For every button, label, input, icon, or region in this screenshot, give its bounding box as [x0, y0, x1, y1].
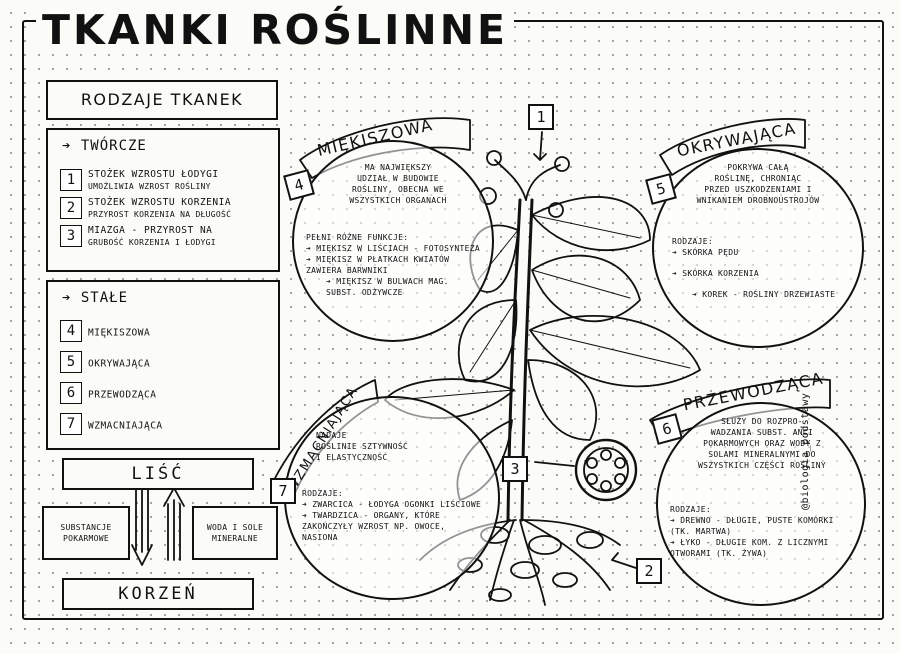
leaf-box: LIŚĆ	[62, 458, 254, 490]
list-item: ➔ ŁYKO - DŁUGIE KOM. Z LICZNYMI OTWORAMI…	[670, 538, 829, 558]
arrow-icon: ➔	[62, 138, 81, 154]
okrywajaca-types: RODZAJE: ➔ SKÓRKA PĘDU ➔ SKÓRKA KORZENIA…	[672, 236, 848, 300]
marker-shoot-tip: 1	[528, 104, 554, 130]
list-item: ➔ KOREK - ROŚLINY DRZEWIASTE	[692, 290, 836, 299]
wzmacniajaca-types: RODZAJE: ➔ ZWARCICA - ŁODYGA OGONKI LIŚC…	[302, 489, 482, 542]
leaf-low-right	[527, 359, 598, 441]
tworcze-label: ➔ TWÓRCZE	[62, 138, 147, 154]
miekiszowa-functions: PEŁNI RÓŻNE FUNKCJE: ➔ MIĘKISZ W LIŚCIAC…	[306, 232, 482, 298]
list-item: ➔ ZWARCICA - ŁODYGA OGONKI LIŚCIOWE	[302, 500, 482, 509]
water-minerals-label: WODA I SOLE MINERALNE	[192, 506, 278, 560]
list-item: ➔ DREWNO - DŁUGIE, PUSTE KOMÓRKI (TK. MA…	[670, 516, 834, 536]
marker-cambium: 3	[502, 456, 528, 482]
przewodzaca-types: RODZAJE: ➔ DREWNO - DŁUGIE, PUSTE KOMÓRK…	[670, 504, 854, 559]
list-item: ➔ SKÓRKA PĘDU	[672, 248, 739, 257]
list-item: ➔ SKÓRKA KORZENIA	[672, 269, 759, 278]
list-item: ➔ TWARDZICA - ORGANY, KTÓRE ZAKOŃCZYŁY W…	[302, 511, 446, 542]
author-signature: @biologia_podstawy	[800, 392, 811, 510]
marker-root-tip: 2	[636, 558, 662, 584]
przewodzaca-intro: SŁUŻY DO ROZPRO-WADZANIA SUBST. ANCI POK…	[698, 417, 826, 470]
leaf-upper-right	[531, 196, 651, 252]
list-item: ➔ MIĘKISZ W PŁATKACH KWIATÓW ZAWIERA BAR…	[306, 255, 450, 275]
wzmacniajaca-number: 7	[270, 478, 296, 504]
root-box: KORZEŃ	[62, 578, 254, 610]
nutrients-label: SUBSTANCJE POKARMOWE	[42, 506, 130, 560]
leaf-right-large	[529, 315, 701, 388]
przewodzaca-circle: SŁUŻY DO ROZPRO-WADZANIA SUBST. ANCI POK…	[656, 402, 866, 606]
stale-label: ➔ STAŁE	[62, 290, 129, 306]
leaf-mid-right	[531, 254, 641, 323]
tissue-types-heading: RODZAJE TKANEK	[80, 90, 244, 109]
page-title: TKANKI ROŚLINNE	[36, 6, 515, 54]
arrow-icon: ➔	[62, 290, 81, 306]
tissue-types-header: RODZAJE TKANEK	[46, 80, 278, 120]
list-item: ➔ MIĘKISZ W LIŚCIACH - FOTOSYNTEZA	[306, 244, 480, 253]
list-item: ➔ MIĘKISZ W BULWACH MAG. SUBST. ODŻYWCZE	[326, 277, 449, 297]
